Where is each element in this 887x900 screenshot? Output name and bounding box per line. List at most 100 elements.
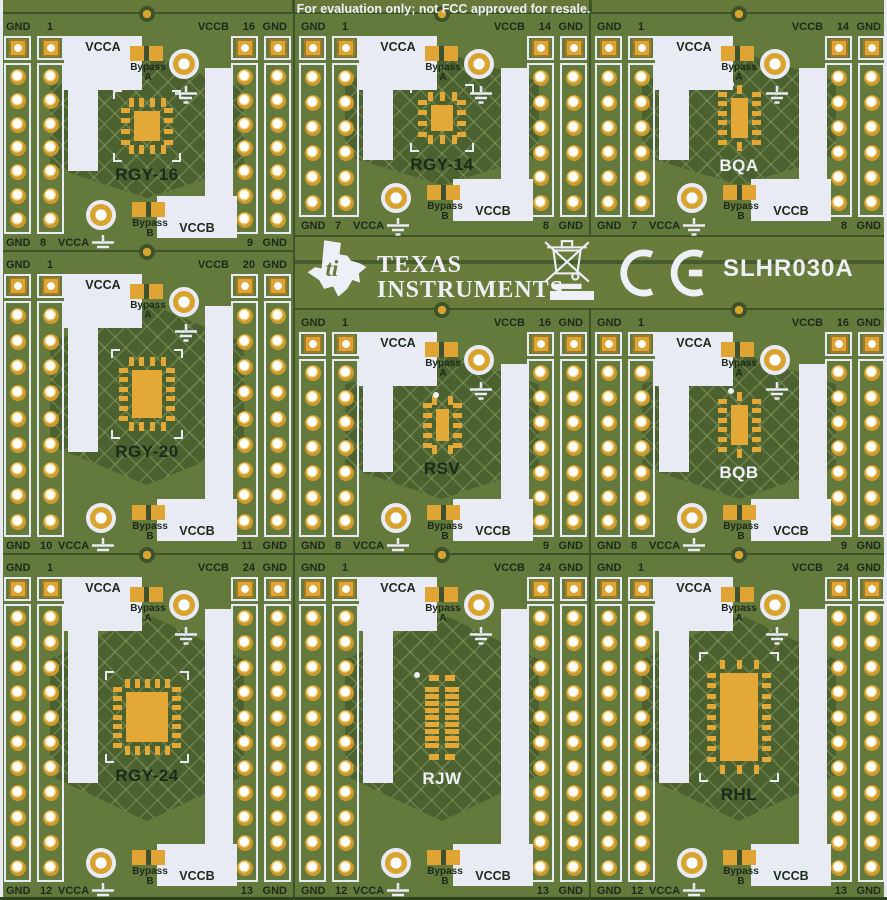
weee-crossed-bin-icon (544, 240, 590, 289)
through-hole (304, 119, 321, 136)
ic-pad (113, 714, 122, 720)
bypass-label: Bypass (427, 521, 463, 532)
through-hole (42, 759, 59, 776)
test-point (169, 49, 199, 79)
silkscreen-vccb-block: VCCB (453, 499, 533, 541)
ic-pad (753, 765, 759, 774)
through-hole (863, 194, 880, 211)
ic-pad (164, 128, 173, 134)
ic-pad (119, 405, 128, 411)
through-hole (337, 734, 354, 751)
through-hole (863, 784, 880, 801)
test-point (86, 503, 116, 533)
ground-symbol-icon (172, 86, 200, 104)
through-hole (600, 489, 617, 506)
vcca-label: VCCA (380, 581, 416, 595)
through-hole (633, 610, 650, 627)
through-hole (565, 834, 582, 851)
through-hole (42, 92, 59, 109)
through-hole (830, 365, 847, 382)
bypass-pad (740, 342, 754, 357)
through-hole (532, 464, 549, 481)
pin1-square-pad (303, 335, 322, 353)
through-hole (304, 685, 321, 702)
vcca-label: VCCA (58, 540, 90, 552)
hole-box (37, 604, 64, 882)
hole-box (527, 604, 554, 882)
gnd-label: GND (856, 21, 881, 33)
ic-pad (457, 120, 466, 126)
through-hole (236, 410, 253, 427)
silkscreen-corner-bracket (410, 143, 419, 152)
ic-pad (445, 728, 459, 734)
pin-number-label: 1 (342, 562, 349, 574)
pin-number-label: 1 (638, 562, 645, 574)
mount-hole (731, 302, 747, 318)
through-hole (565, 809, 582, 826)
through-hole (633, 685, 650, 702)
bypass-label: Bypass (427, 866, 463, 877)
through-hole (532, 834, 549, 851)
bypass-pad (427, 850, 441, 865)
through-hole (830, 439, 847, 456)
bypass-pad (132, 850, 146, 865)
through-hole (42, 307, 59, 324)
bypass-cap-body (146, 850, 151, 865)
gnd-label: GND (262, 540, 287, 552)
through-hole (337, 514, 354, 531)
hole-box (825, 63, 852, 217)
ic-pad (707, 683, 716, 688)
ic-pad (425, 728, 439, 734)
hole-column (332, 577, 359, 882)
pin1-pad-box (37, 274, 64, 298)
through-hole (269, 164, 286, 181)
ic-pad (429, 754, 439, 760)
through-hole (633, 144, 650, 161)
silkscreen-vcca-block: VCCA (359, 36, 437, 90)
bypass-pad (723, 185, 737, 200)
pin-number-label: 11 (241, 540, 253, 552)
through-hole (830, 685, 847, 702)
bypass-label: Bypass (721, 358, 757, 369)
bypass-label: A (735, 72, 743, 83)
gnd-label: GND (262, 885, 287, 897)
pin1-dot (432, 392, 439, 398)
ic-pad (762, 725, 771, 730)
pin1-dot (727, 388, 734, 394)
through-hole (236, 759, 253, 776)
ic-body (126, 692, 168, 742)
bypass-pad (427, 505, 441, 520)
silkscreen-corner-bracket (172, 153, 181, 162)
silkscreen-corner-bracket (111, 430, 120, 439)
ic-pad (717, 120, 727, 126)
hole-box (37, 301, 64, 537)
pin1-square-pad (862, 580, 881, 598)
gnd-label: GND (597, 562, 622, 574)
bypass-pad (151, 505, 165, 520)
silkscreen-vccb-block: VCCB (751, 499, 831, 541)
vccb-label: VCCB (179, 221, 215, 235)
bypass-label: Bypass (130, 62, 166, 73)
ic-pad (751, 91, 761, 97)
pin1-pad-box (4, 577, 31, 601)
through-hole (863, 685, 880, 702)
hole-box (628, 604, 655, 882)
hole-column (527, 577, 554, 882)
ic-pad (113, 686, 122, 692)
pin1-square-pad (41, 39, 60, 57)
board-edge-right (884, 0, 887, 900)
pin-number-label: 12 (631, 885, 644, 897)
bypass-pad (149, 46, 163, 61)
ic-pad (445, 707, 459, 713)
through-hole (304, 365, 321, 382)
pin-number-label: 1 (47, 21, 54, 33)
mount-hole (139, 244, 155, 260)
ic-pad (160, 422, 166, 431)
ic-pad (762, 746, 771, 751)
pin-number-label: 12 (335, 885, 348, 897)
pin1-dot (727, 81, 734, 87)
through-hole (830, 809, 847, 826)
through-hole (9, 164, 26, 181)
ic-pad (753, 660, 759, 669)
